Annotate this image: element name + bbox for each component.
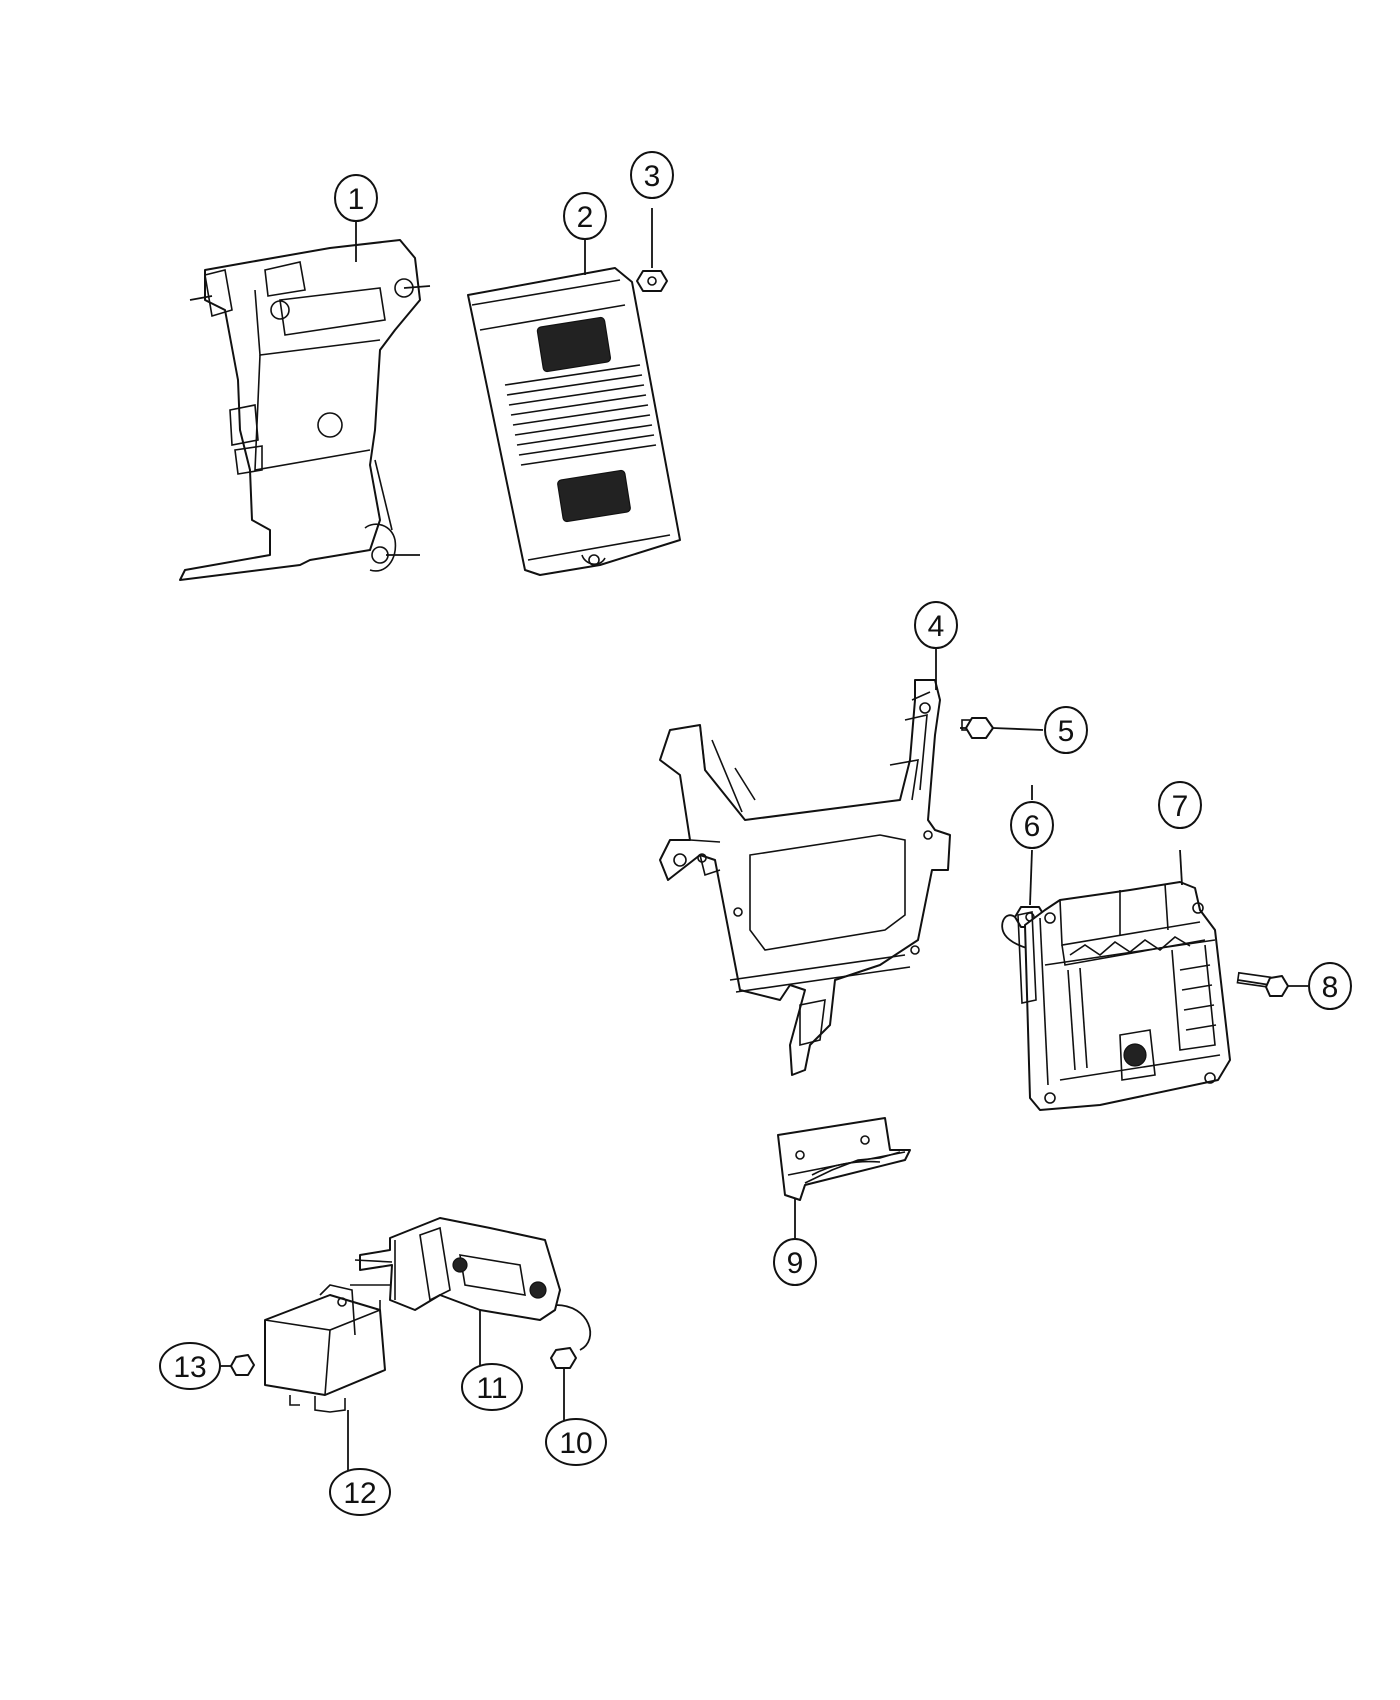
svg-text:3: 3: [644, 160, 661, 193]
callout-12: 12: [329, 1468, 391, 1516]
svg-text:12: 12: [343, 1477, 376, 1510]
part-10-bolt: [550, 1347, 577, 1420]
svg-text:10: 10: [559, 1427, 592, 1460]
part-3-nut: [636, 208, 668, 292]
callout-13: 13: [159, 1342, 221, 1390]
callout-11: 11: [461, 1363, 523, 1411]
svg-text:1: 1: [348, 183, 365, 216]
part-9-small-bracket: [777, 1117, 911, 1238]
svg-text:9: 9: [787, 1247, 804, 1280]
svg-text:11: 11: [476, 1372, 507, 1405]
callout-3: 3: [630, 151, 674, 199]
part-5-screw: [960, 717, 1044, 739]
svg-text:13: 13: [173, 1351, 206, 1384]
svg-text:2: 2: [577, 201, 594, 234]
callout-6: 6: [1010, 801, 1054, 849]
svg-text:4: 4: [928, 610, 945, 643]
callout-5: 5: [1044, 706, 1088, 754]
part-4-mounting-bracket: [659, 679, 951, 1076]
callout-7-leader: [1179, 849, 1183, 886]
part-13-nut: [220, 1354, 255, 1376]
part-11-relay-bracket: [350, 1217, 591, 1365]
callout-7: 7: [1158, 781, 1202, 829]
part-7-control-module: [1017, 881, 1231, 1111]
part-12-relay: [264, 1284, 386, 1470]
callout-1: 1: [334, 174, 378, 262]
svg-text:5: 5: [1058, 715, 1075, 748]
ecm-cooling-fins: [504, 364, 657, 466]
svg-text:6: 6: [1024, 810, 1041, 843]
part-1-module-bracket: [179, 239, 431, 581]
svg-text:7: 7: [1172, 790, 1189, 823]
part-2-engine-control-module: [467, 267, 681, 576]
callout-9: 9: [773, 1238, 817, 1286]
callout-2: 2: [563, 192, 607, 275]
svg-text:8: 8: [1322, 971, 1339, 1004]
callout-10: 10: [545, 1418, 607, 1466]
callout-8: 8: [1308, 962, 1352, 1010]
part-8-bolt: [1236, 971, 1308, 997]
callout-4: 4: [914, 601, 958, 649]
